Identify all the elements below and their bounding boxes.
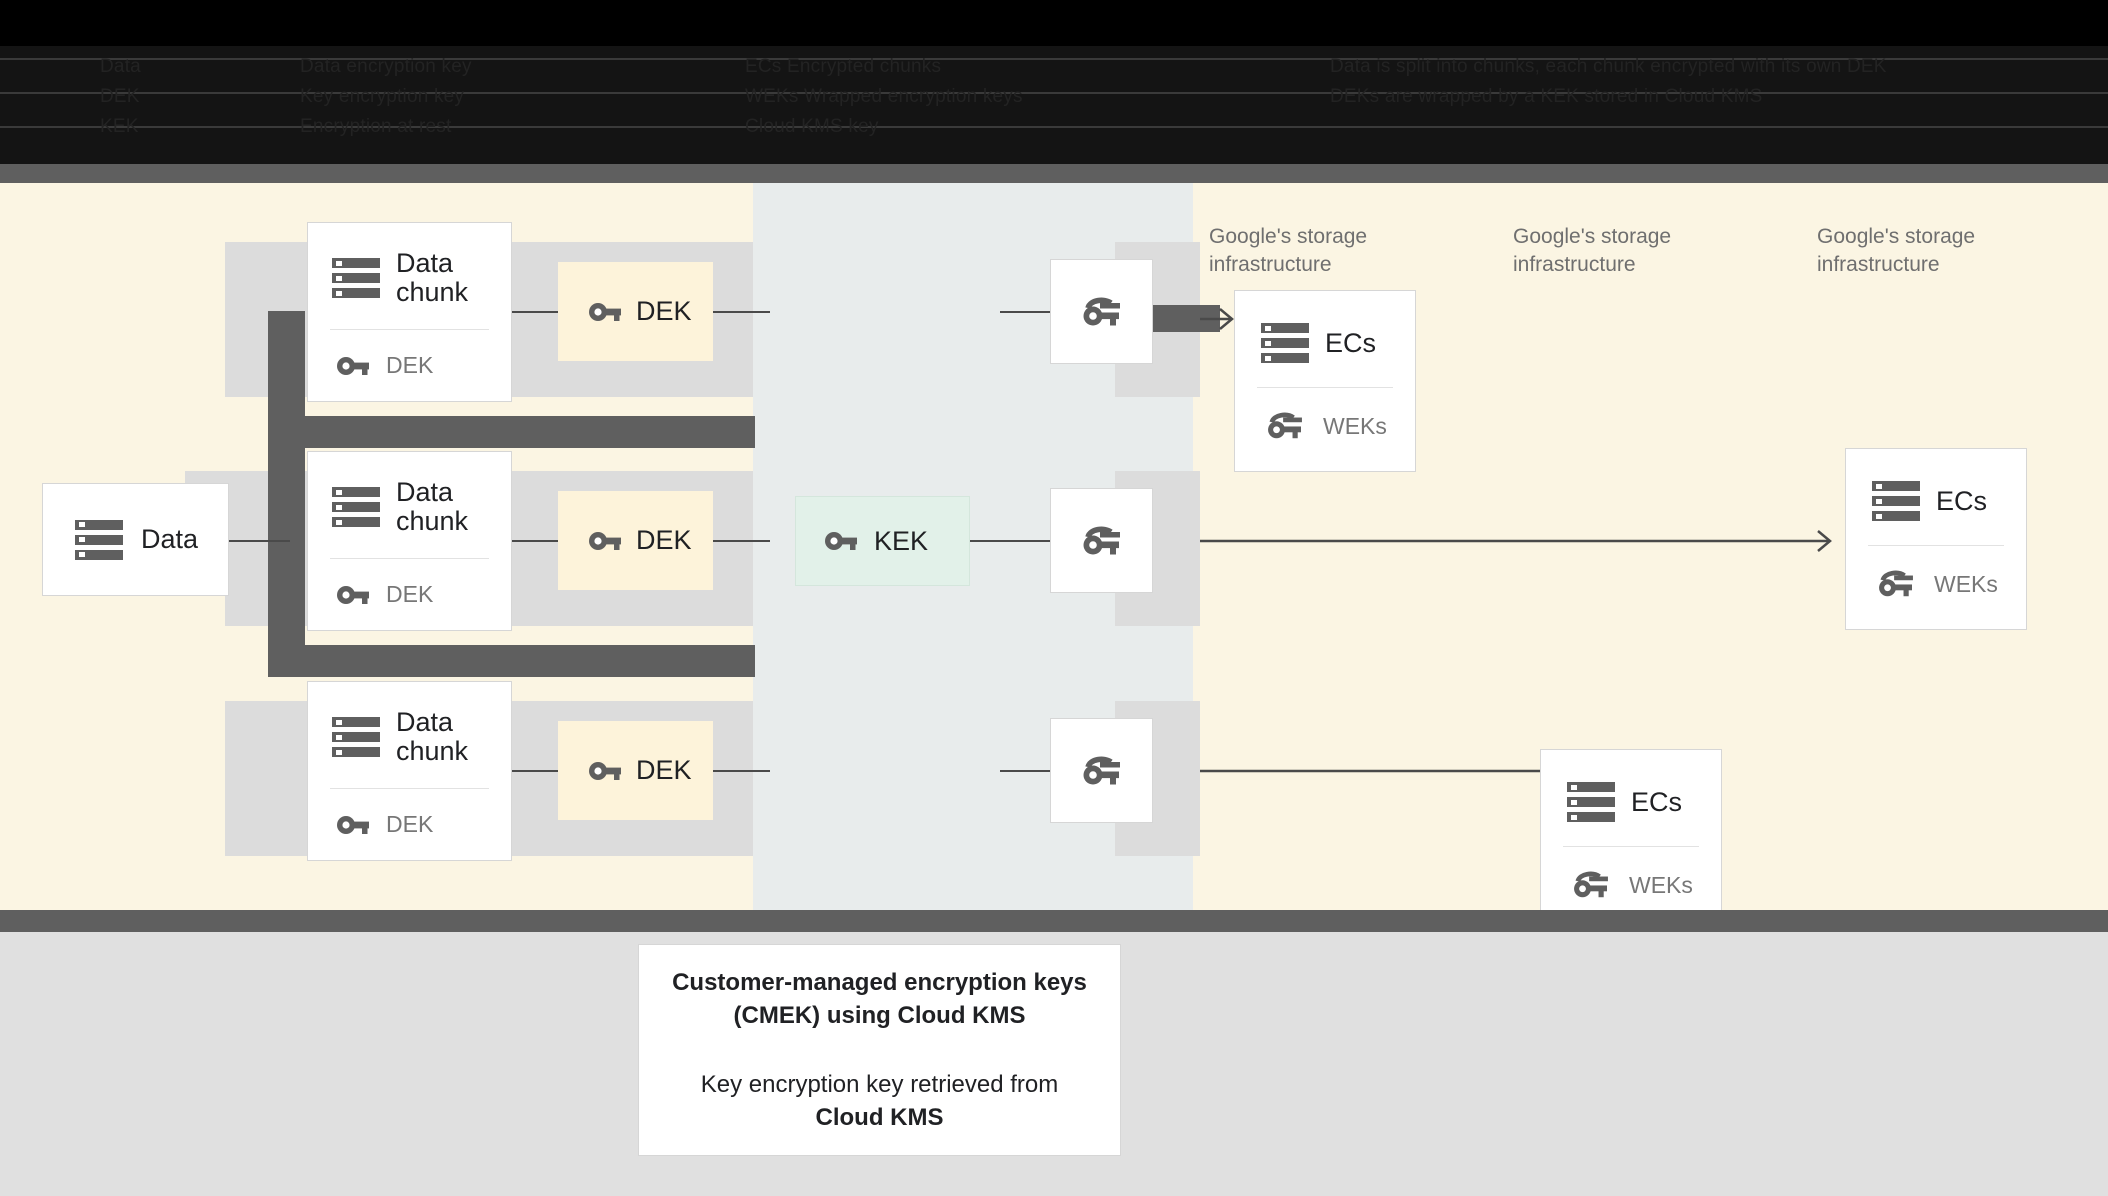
chunk-key-label-2: DEK: [386, 581, 434, 607]
card-wrapped-key-3[interactable]: [1050, 718, 1153, 823]
wrapped-key-icon: [1083, 756, 1120, 784]
ecs-title-3: ECs: [1631, 786, 1683, 817]
key-icon: [825, 532, 857, 550]
connector-dek1-out: [712, 311, 770, 313]
wrapped-key-icon: [1083, 297, 1120, 325]
card-data-source-label: Data: [141, 524, 199, 554]
chunk-title-2: Data chunk: [396, 477, 469, 536]
caption-title-line-2: (CMEK) using Cloud KMS: [733, 1002, 1026, 1029]
connector-wek2-in: [1000, 540, 1050, 542]
card-data-chunk-1[interactable]: Data chunk DEK: [307, 222, 512, 402]
card-wrapped-key-1[interactable]: [1050, 259, 1153, 364]
connector-wek1-in: [1000, 311, 1050, 313]
wrapped-key-icon: [1268, 412, 1302, 439]
legend-column-1: Data DEK KEK: [100, 56, 141, 137]
connector-chunk2-dek: [512, 540, 562, 542]
diagram-canvas: Data Data chunk DEK Data chunk: [0, 183, 2108, 931]
key-icon: [337, 815, 369, 834]
ecs-title-2: ECs: [1936, 485, 1988, 516]
wrapped-key-icon: [1083, 526, 1120, 554]
server-stack-icon: [1261, 323, 1309, 363]
box-dek-2[interactable]: DEK: [558, 491, 713, 590]
box-kek-label: KEK: [874, 525, 929, 556]
box-dek-1[interactable]: DEK: [558, 262, 713, 361]
legend-band: Data DEK KEK Data encryption key Key enc…: [0, 0, 2108, 164]
connector-chunk1-dek: [512, 311, 562, 313]
box-dek-3[interactable]: DEK: [558, 721, 713, 820]
wrapped-key-icon: [1574, 871, 1608, 898]
chunk-title-1: Data chunk: [396, 248, 469, 307]
card-data-chunk-3[interactable]: Data chunk DEK: [307, 681, 512, 861]
bottom-divider-strip: [0, 910, 2108, 932]
key-icon: [589, 761, 621, 780]
caption-title-line-1: Customer-managed encryption keys: [672, 969, 1087, 996]
infra-label-3: Google's storage infrastructure: [1817, 225, 1976, 276]
server-stack-icon: [1567, 782, 1615, 822]
box-dek-label-1: DEK: [636, 296, 692, 326]
connector-dek3-out: [712, 770, 770, 772]
ecs-title-1: ECs: [1325, 327, 1377, 358]
connector-dek2-out: [712, 540, 770, 542]
server-stack-icon: [332, 258, 380, 298]
card-wrapped-key-2[interactable]: [1050, 488, 1153, 593]
fan-out-bar-2: [268, 645, 755, 677]
card-data-chunk-2[interactable]: Data chunk DEK: [307, 451, 512, 631]
legend-column-4: Data is split into chunks, each chunk en…: [1330, 56, 1887, 107]
key-icon: [337, 585, 369, 604]
chunk-key-label-3: DEK: [386, 811, 434, 837]
arrow-row-2: [1200, 530, 1832, 552]
server-stack-icon: [1872, 481, 1920, 521]
ecs-key-label-1: WEKs: [1323, 412, 1387, 439]
chunk-key-label-1: DEK: [386, 352, 434, 378]
caption-body-line-2: Cloud KMS: [815, 1104, 944, 1131]
infra-label-2: Google's storage infrastructure: [1513, 225, 1672, 276]
ecs-key-label-3: WEKs: [1629, 871, 1693, 898]
legend-band-inner: [0, 46, 2108, 164]
chunk-title-3: Data chunk: [396, 707, 469, 766]
top-divider-strip: [0, 164, 2108, 183]
connector-kek-out: [968, 540, 1010, 542]
connector-data-to-chunk: [228, 540, 290, 542]
key-icon: [337, 356, 369, 375]
card-ecs-3[interactable]: ECs WEKs: [1540, 749, 1722, 931]
fan-out-bar-1: [268, 416, 755, 448]
wrapped-key-icon: [1879, 570, 1913, 597]
key-icon: [589, 531, 621, 550]
card-data-source[interactable]: Data: [42, 483, 229, 596]
card-ecs-1[interactable]: ECs WEKs: [1234, 290, 1416, 472]
box-dek-label-2: DEK: [636, 525, 692, 555]
connector-wek3-in: [1000, 770, 1050, 772]
key-icon: [589, 302, 621, 321]
box-dek-label-3: DEK: [636, 755, 692, 785]
legend-column-2: Data encryption key Key encryption key E…: [300, 56, 472, 137]
legend-column-3: ECs Encrypted chunks WEKs Wrapped encryp…: [745, 56, 1023, 137]
card-ecs-2[interactable]: ECs WEKs: [1845, 448, 2027, 630]
server-stack-icon: [332, 717, 380, 757]
fan-out-bar-vertical: [268, 311, 305, 649]
ecs-key-label-2: WEKs: [1934, 570, 1998, 597]
server-stack-icon: [332, 487, 380, 527]
server-stack-icon: [75, 519, 123, 560]
infra-label-1: Google's storage infrastructure: [1209, 225, 1368, 276]
caption-body-line-1: Key encryption key retrieved from: [700, 1071, 1059, 1098]
arrow-row-1: [1200, 308, 1234, 330]
box-kek[interactable]: KEK: [795, 496, 970, 586]
connector-chunk3-dek: [512, 770, 562, 772]
caption-box: Customer-managed encryption keys (CMEK) …: [638, 944, 1121, 1156]
